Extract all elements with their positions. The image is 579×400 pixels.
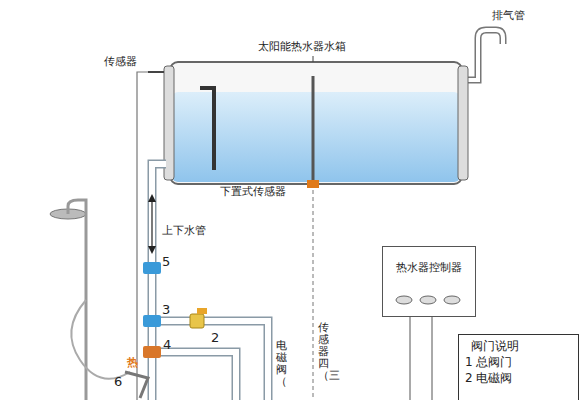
callout-number: 5 [162,254,170,270]
tank-title: 太阳能热水器水箱 [258,40,346,53]
callout-number: 6 [114,374,122,390]
controller-box: 热水器控制器 [382,246,476,317]
part-label: 排气管 [492,9,525,22]
legend-box: 阀门说明1 总阀门2 电磁阀 [458,334,579,400]
legend-title: 阀门说明 [459,338,578,354]
part-label: 上下水管 [162,224,206,237]
vertical-label: 传感器四（三 [318,322,329,382]
part-label: 传感器 [104,55,137,68]
legend-item: 1 总阀门 [459,354,578,370]
legend-item: 2 电磁阀 [459,370,578,386]
vertical-label: 电磁阀（ [276,340,287,388]
controller-title: 热水器控制器 [383,261,475,274]
tank-box: 太阳能热水器水箱 [170,62,462,184]
callout-number: 热 [127,356,138,369]
callout-number: 2 [211,330,219,346]
part-label: 下置式传感器 [220,185,286,198]
callout-number: 4 [163,337,171,353]
callout-number: 3 [162,302,170,318]
